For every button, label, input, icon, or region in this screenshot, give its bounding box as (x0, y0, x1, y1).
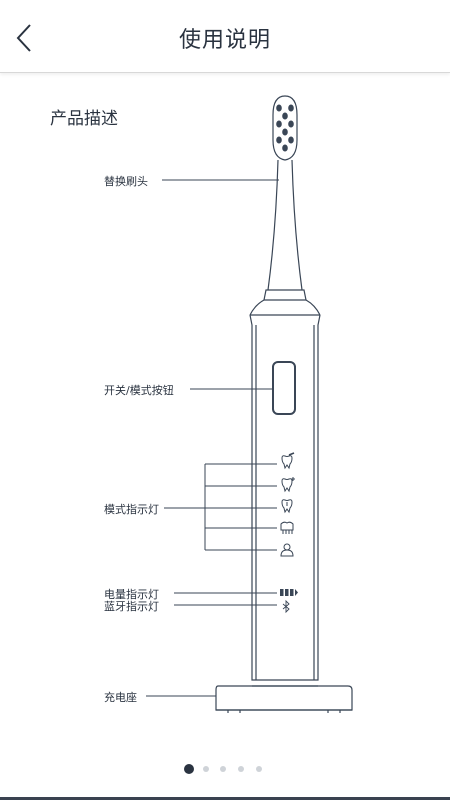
label-mode-indicator: 模式指示灯 (104, 503, 159, 516)
tooth-sensitive-icon (281, 499, 293, 514)
label-power-button: 开关/模式按钮 (104, 384, 174, 397)
tooth-whiten-icon (281, 477, 295, 493)
battery-icon (280, 589, 298, 596)
bluetooth-icon (282, 599, 290, 614)
chevron-left-icon[interactable] (10, 20, 40, 56)
label-battery-indicator: 电量指示灯 (104, 588, 159, 601)
label-brush-head: 替换刷头 (104, 175, 148, 188)
label-bluetooth-indicator: 蓝牙指示灯 (104, 600, 159, 613)
label-charging-base: 充电座 (104, 691, 137, 704)
bottom-bar (0, 797, 450, 800)
page-indicator (0, 764, 450, 776)
page-dot-1[interactable] (184, 764, 194, 774)
tooth-clean-icon (281, 452, 295, 470)
app-header: 使用说明 (0, 0, 450, 73)
section-title: 产品描述 (50, 109, 118, 129)
page-dot-3[interactable] (220, 766, 226, 772)
page-dot-2[interactable] (203, 766, 209, 772)
page-dot-5[interactable] (256, 766, 262, 772)
gum-care-icon (280, 521, 294, 534)
user-icon (280, 543, 294, 557)
page-title: 使用说明 (178, 28, 271, 53)
page-dot-4[interactable] (238, 766, 244, 772)
